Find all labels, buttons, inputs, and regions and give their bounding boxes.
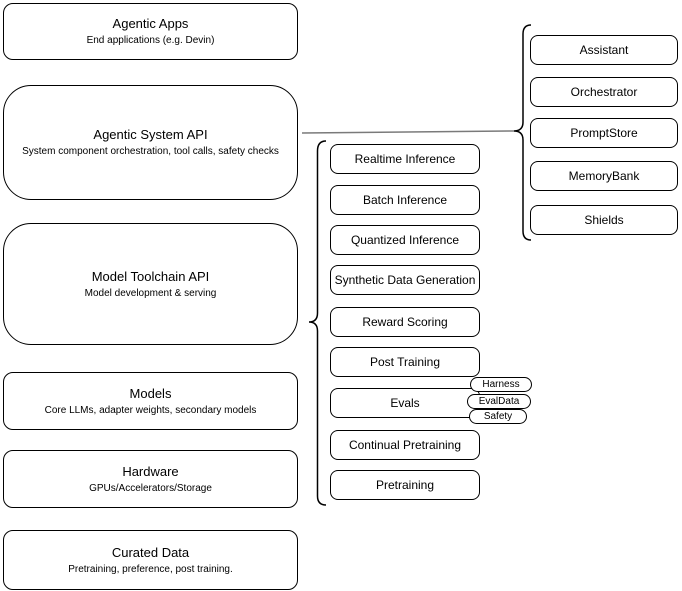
node-post-training: Post Training: [330, 347, 480, 377]
node-title: Curated Data: [111, 544, 190, 560]
node-realtime-inference: Realtime Inference: [330, 144, 480, 174]
node-agentic-apps: Agentic Apps End applications (e.g. Devi…: [3, 3, 298, 60]
node-synthetic-data-generation: Synthetic Data Generation: [330, 265, 480, 295]
tag-evaldata: EvalData: [467, 394, 531, 409]
node-agentic-system-api: Agentic System API System component orch…: [3, 85, 298, 200]
node-subtitle: Core LLMs, adapter weights, secondary mo…: [44, 404, 257, 416]
node-model-toolchain-api: Model Toolchain API Model development & …: [3, 223, 298, 345]
node-curated-data: Curated Data Pretraining, preference, po…: [3, 530, 298, 590]
node-subtitle: End applications (e.g. Devin): [86, 35, 215, 46]
tag-safety: Safety: [469, 409, 527, 424]
node-continual-pretraining: Continual Pretraining: [330, 430, 480, 460]
node-title: Model Toolchain API: [91, 268, 210, 284]
node-evals: Evals: [330, 388, 480, 418]
node-subtitle: GPUs/Accelerators/Storage: [89, 482, 212, 494]
system-brace: [513, 24, 532, 241]
node-models: Models Core LLMs, adapter weights, secon…: [3, 372, 298, 430]
node-subtitle: System component orchestration, tool cal…: [22, 146, 279, 157]
node-memorybank: MemoryBank: [530, 161, 678, 191]
node-assistant: Assistant: [530, 35, 678, 65]
node-promptstore: PromptStore: [530, 118, 678, 148]
node-reward-scoring: Reward Scoring: [330, 307, 480, 337]
node-pretraining: Pretraining: [330, 470, 480, 500]
node-subtitle: Pretraining, preference, post training.: [68, 563, 233, 575]
node-title: Models: [129, 385, 172, 401]
node-title: Hardware: [122, 463, 179, 479]
node-title: Agentic Apps: [112, 16, 189, 31]
node-subtitle: Model development & serving: [84, 287, 217, 299]
system-api-connector-line: [301, 130, 515, 134]
tag-harness: Harness: [470, 377, 532, 392]
node-shields: Shields: [530, 205, 678, 235]
node-hardware: Hardware GPUs/Accelerators/Storage: [3, 450, 298, 508]
node-quantized-inference: Quantized Inference: [330, 225, 480, 255]
node-title: Agentic System API: [93, 127, 208, 142]
node-orchestrator: Orchestrator: [530, 77, 678, 107]
toolchain-brace: [308, 140, 327, 506]
node-batch-inference: Batch Inference: [330, 185, 480, 215]
